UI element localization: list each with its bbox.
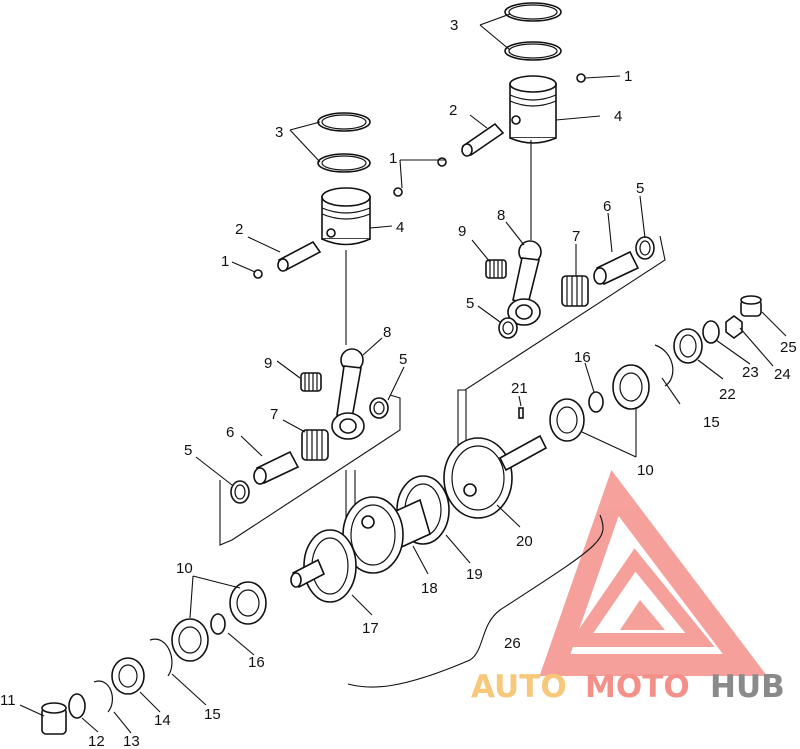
label-b-10: 10 xyxy=(176,560,193,577)
right-seal-22 xyxy=(673,328,703,364)
left-small-bearing xyxy=(300,372,322,392)
part-labels: 3 1 2 4 3 1 2 4 1 5 6 8 9 7 5 8 9 5 7 6 … xyxy=(0,17,797,749)
right-thrust-washer-a xyxy=(498,317,518,339)
crank-web-right xyxy=(443,434,548,519)
left-bushing-11 xyxy=(41,702,67,735)
label-top-1: 1 xyxy=(624,68,632,85)
crank-web-left xyxy=(342,496,404,574)
label-b-13: 13 xyxy=(123,733,140,749)
label-l-8: 8 xyxy=(383,324,391,341)
left-shim-16 xyxy=(210,613,226,635)
top-ring-2 xyxy=(504,41,562,61)
right-main-bearing-outer xyxy=(612,364,650,410)
left-ring-12 xyxy=(68,693,86,719)
label-r-6: 6 xyxy=(603,198,611,215)
left-circlip-a xyxy=(393,187,403,197)
label-b-15: 15 xyxy=(204,706,221,723)
label-b-14: 14 xyxy=(154,712,171,729)
left-circlip-b xyxy=(253,269,263,279)
label-b-26: 26 xyxy=(504,635,521,652)
label-r-25: 25 xyxy=(780,339,797,356)
watermark-moto: MOTO xyxy=(585,669,690,705)
label-left-1b: 1 xyxy=(221,253,229,270)
right-piston-group xyxy=(437,2,666,455)
label-left-3: 3 xyxy=(275,124,283,141)
right-main-bearing-inner xyxy=(549,398,585,442)
left-main-bearing-inner xyxy=(229,581,267,625)
label-l-7: 7 xyxy=(270,406,278,423)
label-r-20: 20 xyxy=(516,533,533,550)
crankshaft xyxy=(290,407,548,603)
left-clip-13 xyxy=(93,680,113,713)
left-bearing-stack xyxy=(41,581,267,735)
label-r-10: 10 xyxy=(637,462,654,479)
assembly-bracket-26 xyxy=(347,514,604,688)
right-washer-23 xyxy=(702,320,720,344)
label-c-19: 19 xyxy=(466,566,483,583)
label-r-5: 5 xyxy=(636,180,644,197)
right-piston xyxy=(509,75,557,144)
top-circlip xyxy=(576,73,586,83)
right-needle-bearing xyxy=(561,275,589,307)
left-thrust-washer-a xyxy=(369,397,389,419)
watermark-auto: AUTO xyxy=(471,669,567,705)
right-cap-25 xyxy=(740,295,762,317)
label-r-15: 15 xyxy=(703,414,720,431)
label-r-22: 22 xyxy=(719,386,736,403)
right-shim-16 xyxy=(588,391,604,413)
label-top-4: 4 xyxy=(614,108,622,125)
left-piston xyxy=(321,187,371,246)
left-piston-group xyxy=(219,112,403,546)
label-l-9: 9 xyxy=(264,355,272,372)
right-nut-24 xyxy=(725,315,743,339)
label-left-2: 2 xyxy=(235,221,243,238)
right-thrust-washer-b xyxy=(635,236,655,260)
left-snap-ring xyxy=(149,638,173,677)
label-left-4: 4 xyxy=(396,219,404,236)
left-connecting-rod xyxy=(331,348,365,440)
label-l-5: 5 xyxy=(399,351,407,368)
label-r-9: 9 xyxy=(458,223,466,240)
left-thrust-washer-b xyxy=(230,480,250,504)
label-left-1a: 1 xyxy=(389,150,397,167)
label-b-11: 11 xyxy=(0,692,16,709)
label-b-16: 16 xyxy=(248,654,265,671)
woodruff-key xyxy=(518,407,524,419)
left-seal-14 xyxy=(111,657,145,695)
right-small-bearing xyxy=(485,259,507,279)
label-r-16: 16 xyxy=(574,349,591,366)
right-crank-pin xyxy=(593,250,640,286)
watermark-text: AUTO MOTO HUB xyxy=(471,669,785,705)
automotohub-logo xyxy=(539,469,768,676)
right-snap-ring xyxy=(654,344,674,387)
label-r-24: 24 xyxy=(774,366,791,383)
watermark-hub: HUB xyxy=(710,669,785,705)
top-ring-1 xyxy=(504,2,562,22)
label-l-5b: 5 xyxy=(184,442,192,459)
right-connecting-rod xyxy=(507,240,542,326)
label-r-21: 21 xyxy=(511,380,528,397)
label-top-3: 3 xyxy=(450,17,458,34)
left-needle-bearing xyxy=(301,429,329,461)
right-wrist-pin xyxy=(461,122,505,157)
left-wrist-pin xyxy=(277,240,322,272)
label-top-2: 2 xyxy=(449,102,457,119)
label-r-7: 7 xyxy=(572,228,580,245)
crank-web-17 xyxy=(290,529,357,603)
label-r-8: 8 xyxy=(497,207,505,224)
left-crank-pin xyxy=(253,450,300,485)
leader-lines xyxy=(19,13,787,734)
label-c-17: 17 xyxy=(362,620,379,637)
right-bearing-stack xyxy=(549,295,762,442)
left-ring-1 xyxy=(317,112,371,132)
label-r-5b: 5 xyxy=(466,295,474,312)
left-main-bearing-outer xyxy=(171,618,209,662)
left-ring-2 xyxy=(317,153,371,173)
label-r-23: 23 xyxy=(742,364,759,381)
label-b-12: 12 xyxy=(88,733,105,749)
label-c-18: 18 xyxy=(421,580,438,597)
label-l-6: 6 xyxy=(226,424,234,441)
